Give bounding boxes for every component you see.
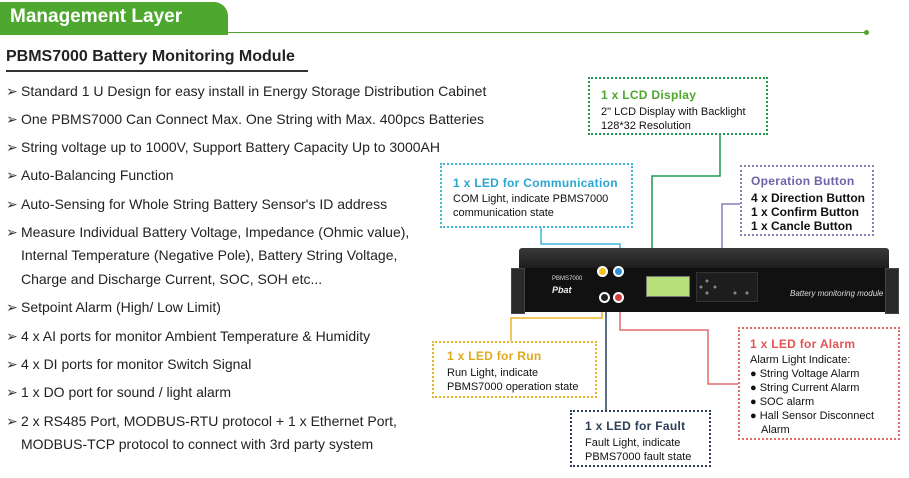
arrow-bullet-icon: ➢: [6, 167, 18, 183]
lcd-callout-title: 1 x LCD Display: [601, 88, 697, 102]
comm-callout-title: 1 x LED for Communication: [453, 176, 618, 190]
feature-item: ➢One PBMS7000 Can Connect Max. One Strin…: [6, 107, 484, 131]
feature-item: ➢Auto-Sensing for Whole String Battery S…: [6, 192, 387, 216]
device-name-label: Battery monitoring module: [790, 289, 884, 298]
fault-callout-text: PBMS7000 fault state: [585, 451, 692, 463]
comm-callout-text: communication state: [453, 207, 554, 219]
lcd-connector: [651, 134, 721, 278]
feature-item: ➢String voltage up to 1000V, Support Bat…: [6, 135, 440, 159]
bullet-dot-icon: ●: [750, 396, 757, 408]
section-header-tab: [0, 2, 228, 35]
operation-button-panel: [696, 272, 758, 302]
feature-item-continuation: Internal Temperature (Negative Pole), Ba…: [21, 247, 398, 263]
alarm-list-item-continuation: Alarm: [761, 424, 790, 436]
fault-callout-text: Fault Light, indicate: [585, 437, 681, 449]
alarm-callout-title: 1 x LED for Alarm: [750, 337, 856, 351]
fault-led-callout: 1 x LED for Fault Fault Light, indicate …: [570, 410, 711, 467]
lcd-callout-text: 128*32 Resolution: [601, 120, 691, 132]
section-title: Management Layer: [10, 6, 183, 27]
fault-callout-title: 1 x LED for Fault: [585, 419, 686, 433]
device-model-label: PBMS7000: [552, 276, 583, 282]
rack-ear-right: [885, 268, 899, 314]
comm-led-callout: 1 x LED for Communication COM Light, ind…: [440, 163, 633, 228]
feature-item: ➢4 x DI ports for monitor Switch Signal: [6, 352, 251, 376]
alarm-list-item: ● SOC alarm: [750, 396, 815, 408]
arrow-bullet-icon: ➢: [6, 111, 18, 127]
feature-item: ➢2 x RS485 Port, MODBUS-RTU protocol + 1…: [6, 409, 397, 433]
feature-item: ➢Measure Individual Battery Voltage, Imp…: [6, 220, 409, 244]
arrow-bullet-icon: ➢: [6, 384, 18, 400]
run-callout-text: PBMS7000 operation state: [447, 381, 579, 393]
lcd-screen: [646, 276, 690, 297]
alarm-callout-intro: Alarm Light Indicate:: [750, 354, 851, 366]
feature-item-continuation: Charge and Discharge Current, SOC, SOH e…: [21, 271, 323, 287]
arrow-bullet-icon: ➢: [6, 224, 18, 240]
run-led-callout: 1 x LED for Run Run Light, indicate PBMS…: [432, 341, 597, 398]
alarm-list-item: ● String Current Alarm: [750, 382, 860, 394]
feature-item-continuation: MODBUS-TCP protocol to connect with 3rd …: [21, 436, 374, 452]
device-brand-logo: Pbat: [552, 285, 572, 295]
run-led-icon: [597, 266, 608, 277]
header-rule: [228, 32, 864, 33]
comm-led-icon: [613, 266, 624, 277]
operation-button-callout: Operation Button 4 x Direction Button 1 …: [740, 165, 874, 236]
buttons-callout-text: 1 x Cancle Button: [751, 219, 853, 233]
arrow-bullet-icon: ➢: [6, 83, 18, 99]
arrow-bullet-icon: ➢: [6, 139, 18, 155]
product-title-underline: [6, 70, 308, 72]
lcd-callout-text: 2" LCD Display with Backlight: [601, 106, 746, 118]
arrow-bullet-icon: ➢: [6, 299, 18, 315]
alarm-led-callout: 1 x LED for Alarm Alarm Light Indicate: …: [738, 327, 900, 440]
alarm-list-item: ● String Voltage Alarm: [750, 368, 860, 380]
arrow-bullet-icon: ➢: [6, 356, 18, 372]
feature-item: ➢1 x DO port for sound / light alarm: [6, 380, 231, 404]
lcd-callout: 1 x LCD Display 2" LCD Display with Back…: [588, 77, 768, 135]
alarm-list-item: ● Hall Sensor Disconnect: [750, 410, 875, 422]
feature-item: ➢Setpoint Alarm (High/ Low Limit): [6, 295, 221, 319]
feature-item: ➢Auto-Balancing Function: [6, 163, 174, 187]
fault-led-icon: [599, 292, 610, 303]
run-callout-title: 1 x LED for Run: [447, 349, 542, 363]
arrow-bullet-icon: ➢: [6, 328, 18, 344]
run-callout-text: Run Light, indicate: [447, 367, 539, 379]
direction-buttons-icon: [699, 279, 749, 295]
bullet-dot-icon: ●: [750, 368, 757, 380]
arrow-bullet-icon: ➢: [6, 196, 18, 212]
buttons-callout-text: 1 x Confirm Button: [751, 205, 859, 219]
bullet-dot-icon: ●: [750, 382, 757, 394]
product-title: PBMS7000 Battery Monitoring Module: [6, 48, 295, 65]
arrow-bullet-icon: ➢: [6, 413, 18, 429]
feature-item: ➢Standard 1 U Design for easy install in…: [6, 79, 486, 103]
alarm-led-icon: [613, 292, 624, 303]
header-rule-end-dot: [864, 30, 869, 35]
rack-ear-left: [511, 268, 525, 314]
buttons-callout-text: 4 x Direction Button: [751, 191, 866, 205]
buttons-callout-title: Operation Button: [751, 174, 855, 188]
bullet-dot-icon: ●: [750, 410, 757, 422]
alarm-connector: [619, 300, 739, 385]
feature-item: ➢4 x AI ports for monitor Ambient Temper…: [6, 324, 370, 348]
comm-callout-text: COM Light, indicate PBMS7000: [453, 193, 609, 205]
